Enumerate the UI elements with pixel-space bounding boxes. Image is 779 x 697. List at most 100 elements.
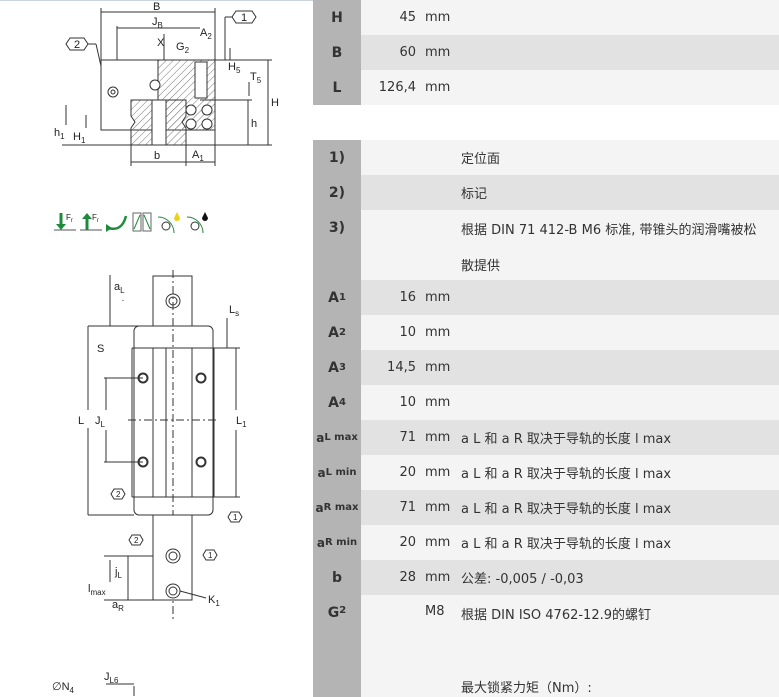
row-unit: mm <box>425 570 451 585</box>
note-line-2: 最大锁紧力矩（Nm）: <box>461 681 592 696</box>
row-unit: mm <box>425 80 451 95</box>
row-unit: mm <box>425 395 451 410</box>
tilt-moment-icon <box>132 212 152 232</box>
technical-drawings: B JB X G2 A2 1 2 H5 T5 H h h1 H1 b A1 Fr… <box>52 1 279 696</box>
dimension-row-b: B 60 mm <box>313 35 779 70</box>
row-value: 45 <box>399 10 416 25</box>
label-aR: aR <box>112 599 124 613</box>
row-value: 20 <box>399 465 416 480</box>
load-up-icon: Fr <box>80 213 102 231</box>
row-value: 10 <box>399 325 416 340</box>
row-unit: mm <box>425 10 451 25</box>
label-A2: A2 <box>200 27 212 41</box>
grease-lubrication-icon <box>157 212 180 234</box>
row-note: 根据 DIN ISO 4762-12.9的螺钉 最大锁紧力矩（Nm）: <box>461 595 651 696</box>
label-lmax: lmax <box>88 583 106 597</box>
row-value: 28 <box>399 570 416 585</box>
note-row-2: 2) 标记 <box>313 175 779 210</box>
row-note: 标记 <box>461 187 488 202</box>
label-H: H <box>271 97 279 109</box>
label-b: b <box>154 150 160 162</box>
param-row: b 28 mm 公差: -0,005 / -0,03 <box>313 560 779 595</box>
label-N4: ∅N4 <box>52 681 75 695</box>
label-aL: aL <box>114 281 125 295</box>
label-H5: H5 <box>228 61 241 75</box>
label-X: X <box>157 37 165 49</box>
row-value: 14,5 <box>387 360 416 375</box>
row-label: b <box>313 560 361 595</box>
label-h: h <box>251 118 257 130</box>
note-line-2: 散提供 <box>461 259 501 274</box>
row-note: 定位面 <box>461 152 501 167</box>
note-row-1: 1) 定位面 <box>313 140 779 175</box>
note-line-1: 根据 DIN 71 412-B M6 标准, 带锥头的润滑嘴被松 <box>461 223 757 238</box>
spec-table: H 45 mm B 60 mm L 126,4 mm 1) 定位面 2) 标记 … <box>313 0 779 697</box>
label-jL: jL <box>114 566 122 580</box>
row-label: H <box>313 0 361 35</box>
row-label: L <box>313 70 361 105</box>
row-value: 60 <box>399 45 416 60</box>
row-value: 20 <box>399 535 416 550</box>
note-row-3: 3) 根据 DIN 71 412-B M6 标准, 带锥头的润滑嘴被松 散提供 <box>313 210 779 280</box>
callout-1: 1 <box>208 551 213 560</box>
label-G2: G2 <box>176 41 190 55</box>
svg-text:Fr: Fr <box>66 213 73 224</box>
label-T5: T5 <box>250 71 262 85</box>
top-view-drawing <box>87 270 243 696</box>
callout-2: 2 <box>74 39 80 51</box>
label-B: B <box>153 1 160 13</box>
row-unit: mm <box>425 360 451 375</box>
row-unit: mm <box>425 535 451 550</box>
row-note: a L 和 a R 取决于导轨的长度 l max <box>461 467 672 482</box>
row-value: 71 <box>399 430 416 445</box>
label-H1: H1 <box>73 131 86 145</box>
row-note: a L 和 a R 取决于导轨的长度 l max <box>461 537 672 552</box>
label-S: S <box>97 343 104 355</box>
callout-1: 1 <box>233 513 238 522</box>
row-note: 公差: -0,005 / -0,03 <box>461 572 584 587</box>
row-label: B <box>313 35 361 70</box>
label-JL6: JL6 <box>104 671 119 685</box>
row-unit: mm <box>425 430 451 445</box>
label-h1: h1 <box>54 127 65 141</box>
row-unit: mm <box>425 45 451 60</box>
row-label: 2) <box>313 175 361 210</box>
callout-1: 1 <box>241 12 247 24</box>
row-value: M8 <box>425 604 445 619</box>
rotation-moment-icon <box>106 215 128 232</box>
label-A1: A1 <box>192 149 204 163</box>
row-unit: mm <box>425 290 451 305</box>
row-note: a L 和 a R 取决于导轨的长度 l max <box>461 432 672 447</box>
row-note: a L 和 a R 取决于导轨的长度 l max <box>461 502 672 517</box>
row-value: 10 <box>399 395 416 410</box>
dimension-row-l: L 126,4 mm <box>313 70 779 105</box>
row-value: 16 <box>399 290 416 305</box>
row-unit: mm <box>425 465 451 480</box>
row-unit: mm <box>425 325 451 340</box>
label-JL: JL <box>95 415 106 429</box>
label-Ls: Ls <box>229 304 239 318</box>
dimension-row-h: H 45 mm <box>313 0 779 35</box>
row-unit: mm <box>425 500 451 515</box>
svg-text:Fr: Fr <box>92 213 99 224</box>
spacer <box>313 105 779 140</box>
row-note: 根据 DIN 71 412-B M6 标准, 带锥头的润滑嘴被松 散提供 <box>461 210 756 274</box>
callout-2: 2 <box>116 490 121 499</box>
callout-2: 2 <box>134 536 139 545</box>
label-JB: JB <box>152 16 163 30</box>
load-down-icon: Fr <box>54 213 76 231</box>
